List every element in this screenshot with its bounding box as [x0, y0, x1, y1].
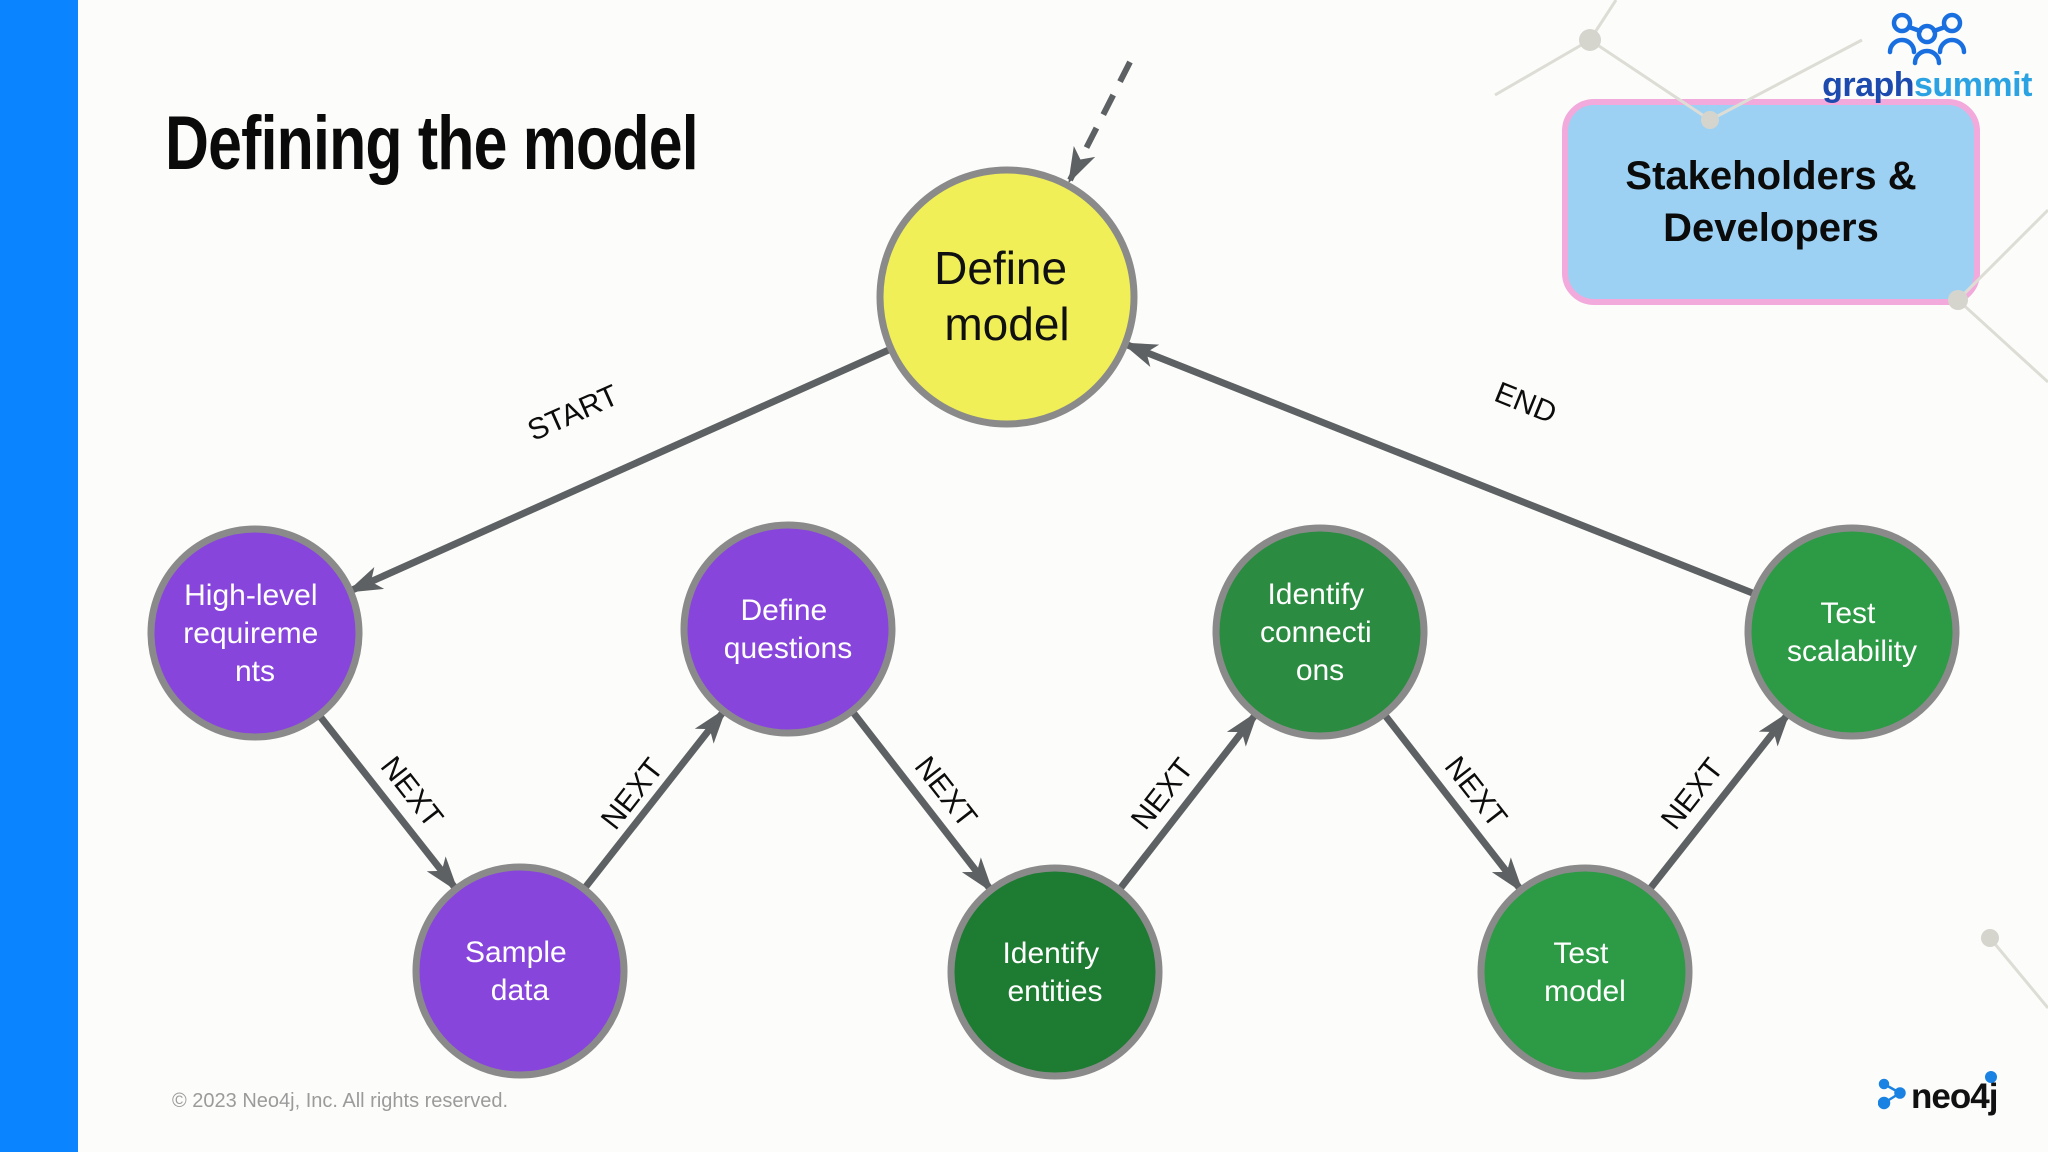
edge-labels: START NEXT NEXT NEXT NEXT NEXT NEXT END	[374, 376, 1730, 836]
edge-label-next6: NEXT	[1655, 752, 1730, 835]
background-network-pattern	[1494, 0, 2048, 1009]
edge-next5-line	[1381, 711, 1524, 894]
node-identify-connections-circle	[1212, 524, 1428, 740]
stakeholders-badge-label: Stakeholders & Developers	[1625, 154, 1917, 250]
svg-text:Test model: Test model	[1544, 937, 1626, 1008]
page-title: Defining the model	[165, 101, 699, 186]
edge-next2-line	[581, 707, 727, 892]
edge-label-next1: NEXT	[374, 750, 449, 833]
node-test-model: Test model	[1477, 864, 1693, 1080]
edge-end-line	[1121, 340, 1757, 598]
entry-dashed-arrow	[1067, 60, 1133, 184]
edge-next6-line	[1646, 710, 1791, 893]
node-test-scalability: Test scalability	[1744, 524, 1960, 740]
node-high-level-requirements: High-level requireme nts	[147, 525, 363, 741]
svg-text:Identify connecti: Identify connecti ons	[1260, 578, 1380, 687]
graphsummit-logo: graphsummit	[1812, 8, 2042, 105]
svg-text:Sample data: Sample data	[465, 936, 575, 1007]
neo4j-graph-glyph	[1878, 1078, 1906, 1110]
stakeholders-badge: Stakeholders & Developers	[1562, 99, 1980, 305]
node-sample-data: Sample data	[412, 863, 628, 1079]
node-define-model-circle	[876, 166, 1138, 428]
svg-text:Define model: Define model	[934, 242, 1080, 350]
node-test-scalability-circle	[1744, 524, 1960, 740]
edge-label-start: START	[523, 379, 624, 448]
svg-text:Test scalability: Test scalability	[1787, 597, 1917, 668]
graphsummit-word-summit: summit	[1914, 66, 2032, 104]
svg-text:Identify entities: Identify entities	[1002, 937, 1107, 1008]
node-identify-entities: Identify entities	[947, 864, 1163, 1080]
node-define-questions: Define questions	[680, 521, 896, 737]
edges	[316, 60, 1791, 894]
neo4j-wordmark: neo4j	[1911, 1071, 1998, 1114]
edge-label-end: END	[1490, 376, 1561, 430]
svg-text:High-level requireme: High-level requireme nts	[183, 579, 326, 688]
edge-next3-line	[849, 708, 994, 894]
svg-text:Define questions: Define questions	[724, 594, 852, 665]
node-define-questions-circle	[680, 521, 896, 737]
edge-next1-line	[316, 712, 459, 893]
copyright-footer: © 2023 Neo4j, Inc. All rights reserved.	[172, 1090, 509, 1112]
neo4j-logo: neo4j	[1878, 1071, 1998, 1114]
node-sample-data-circle	[412, 863, 628, 1079]
left-accent-bar	[0, 0, 78, 1152]
node-high-level-requirements-circle	[147, 525, 363, 741]
graphsummit-wordmark: graphsummit	[1822, 66, 2032, 105]
node-identify-entities-circle	[947, 864, 1163, 1080]
edge-label-next4: NEXT	[1125, 752, 1200, 835]
node-define-model: Define model	[876, 166, 1138, 428]
graphsummit-icon	[1887, 12, 1967, 66]
neo4j-j-dot	[1985, 1071, 1998, 1083]
graphsummit-word-graph: graph	[1822, 66, 1915, 104]
edge-next4-line	[1116, 710, 1259, 893]
edge-start-line	[346, 345, 893, 595]
node-identify-connections: Identify connecti ons	[1212, 524, 1428, 740]
node-test-model-circle	[1477, 864, 1693, 1080]
